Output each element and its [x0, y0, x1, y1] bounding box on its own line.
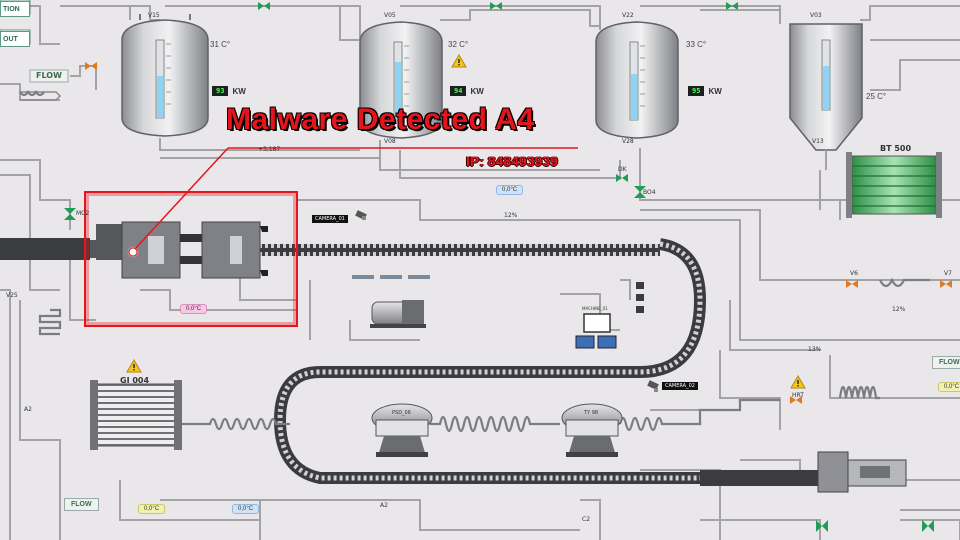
status-bars: [352, 275, 430, 279]
valve-label-v28: V28: [622, 138, 634, 145]
warning-icon: [451, 54, 467, 68]
flow-box-bottom: FLOW: [64, 498, 99, 511]
valve-label-v13: V13: [812, 138, 824, 145]
valve-label-hrt: HRT: [792, 392, 804, 399]
hopper-v03-temp: 25 C°: [866, 92, 887, 101]
valve-label-a2-left: A2: [24, 406, 32, 413]
infected-press-device[interactable]: [96, 221, 268, 279]
flow-box-right: FLOW: [932, 356, 960, 369]
temp-pill-bottom-yellow: 0,0°C: [138, 504, 166, 514]
power-value: 94: [450, 86, 467, 96]
valve-label-mc2: MC2: [76, 210, 90, 217]
tank-v22-id: V22: [622, 12, 634, 19]
reading-percent-3: 13%: [808, 346, 822, 353]
hopper-v03-id: V03: [810, 12, 822, 19]
tank-v15-power: 93 KW: [212, 86, 246, 96]
power-unit: KW: [470, 86, 484, 96]
heat-exchanger-coils: [19, 90, 930, 433]
valve-label-c2: C2: [582, 516, 591, 523]
station-ty98-label: TY 98: [584, 410, 599, 416]
generator-unit[interactable]: [370, 300, 426, 328]
valve-label-v6: V6: [850, 270, 858, 277]
gi004-drum[interactable]: [90, 380, 182, 450]
reading-percent-2: 12%: [892, 306, 906, 313]
warning-icon: [790, 375, 806, 389]
valve-icon[interactable]: [616, 174, 628, 182]
temp-pill-bottom-blue: 0,0°C: [232, 504, 260, 514]
malware-alert-title: Malware Detected A4: [226, 103, 535, 136]
valve-icon[interactable]: [490, 2, 502, 10]
tank-v15-temp: 31 C°: [210, 40, 231, 49]
temp-pill-top: 0,0°C: [496, 185, 524, 195]
tank-v15-id: V15: [148, 12, 160, 19]
tank-v22-power: 95 KW: [688, 86, 722, 96]
power-unit: KW: [708, 86, 722, 96]
valve-icon[interactable]: [64, 208, 76, 220]
hopper-v03[interactable]: [789, 23, 863, 170]
valve-icon[interactable]: [726, 2, 738, 10]
flow-label: FLOW: [36, 71, 62, 80]
gi004-label: GI 004: [120, 376, 150, 385]
bt500-drum[interactable]: [846, 152, 942, 218]
camera-01-tag: CAMERA_01: [312, 215, 348, 223]
temp-pill-pink: 0,0°C: [180, 304, 208, 314]
tank-v05[interactable]: [359, 21, 443, 139]
valve-label-bo4: BO4: [643, 189, 656, 196]
malware-alert-ip: IP: 848493939: [466, 153, 558, 169]
valve-icon[interactable]: [846, 280, 858, 288]
monitor-icon[interactable]: [575, 282, 644, 349]
valve-label-a2-bottom: A2: [380, 502, 388, 509]
valve-icon[interactable]: [634, 186, 646, 198]
tank-v05-power: 94 KW: [450, 86, 484, 96]
temp-pill-right: 0,0°C: [938, 382, 960, 392]
reading-pressure: +3,187: [258, 146, 281, 153]
tank-v05-temp: 32 C°: [448, 40, 469, 49]
camera-icon[interactable]: [647, 380, 659, 392]
tank-v15[interactable]: [121, 14, 209, 137]
malware-alert-overlay: [84, 147, 578, 327]
pipe-network: [0, 5, 960, 540]
top-left-button-1[interactable]: TION: [0, 1, 30, 17]
valve-label-v08: V08: [384, 138, 396, 145]
valve-label-v25: V25: [6, 292, 18, 299]
machine-label: MACHINE_01: [582, 306, 608, 311]
bt500-label: BT 500: [880, 144, 912, 153]
valve-icon[interactable]: [85, 62, 97, 70]
tank-v22[interactable]: [595, 21, 679, 139]
station-psd06-label: PSD_06: [392, 410, 411, 416]
reading-percent-1: 12%: [504, 212, 518, 219]
valve-label-v7: V7: [944, 270, 952, 277]
station-psd06[interactable]: [371, 403, 433, 457]
warning-icon: [126, 359, 142, 373]
extruder-nozzle[interactable]: [817, 451, 907, 493]
valve-icon[interactable]: [922, 520, 934, 532]
camera-icon[interactable]: [355, 210, 367, 220]
tank-v05-id: V05: [384, 12, 396, 19]
valve-icon[interactable]: [790, 396, 802, 404]
camera-02-tag: CAMERA_02: [662, 382, 698, 390]
conveyor-belt: [0, 238, 840, 486]
tank-v22-temp: 33 C°: [686, 40, 707, 49]
valve-icon[interactable]: [940, 280, 952, 288]
valve-label-dk: DK: [618, 166, 627, 173]
top-left-button-2[interactable]: OUT: [0, 31, 30, 47]
valve-icon[interactable]: [258, 2, 270, 10]
power-value: 93: [212, 86, 229, 96]
flow-box-top-frame: [29, 69, 69, 83]
power-value: 95: [688, 86, 705, 96]
power-unit: KW: [232, 86, 246, 96]
valve-icon[interactable]: [816, 520, 828, 532]
station-ty98[interactable]: [561, 403, 623, 457]
